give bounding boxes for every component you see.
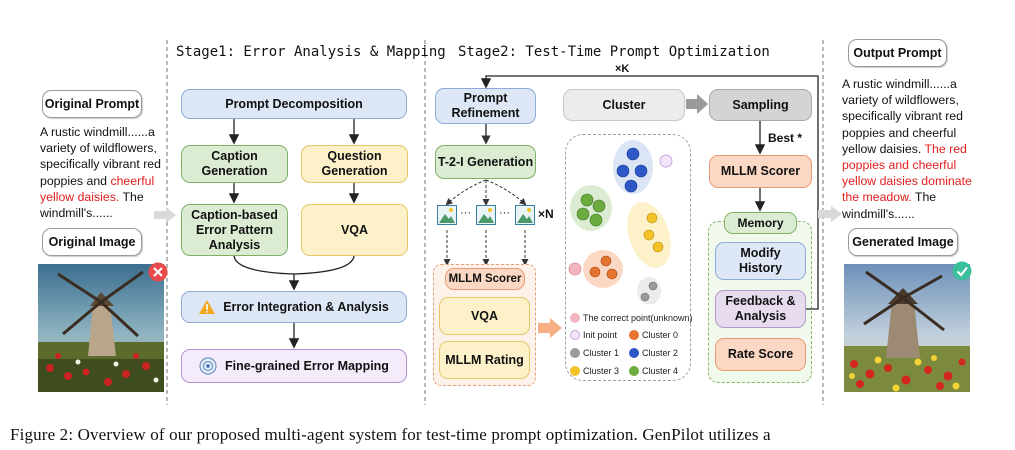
memory-box: Memory	[724, 212, 797, 234]
mllm-rating-box: MLLM Rating	[439, 341, 530, 379]
generated-image-icon-2	[476, 205, 496, 225]
cluster3-points	[643, 212, 664, 253]
stage1-title: Stage1: Error Analysis & Mapping	[176, 44, 446, 60]
cluster-box: Cluster	[563, 89, 685, 121]
success-check-icon	[952, 261, 972, 281]
error-integration-box: Error Integration & Analysis	[181, 291, 407, 323]
rate-score-box: Rate Score	[715, 338, 806, 371]
legend-cluster2: Cluster 2	[629, 348, 678, 358]
original-image-label: Original Image	[42, 228, 142, 256]
cluster0-points	[589, 255, 618, 280]
original-image	[38, 264, 164, 392]
image-ellipsis-1: ···	[460, 207, 471, 219]
init-point	[659, 154, 673, 168]
generated-image-icon-3	[515, 205, 535, 225]
fine-grained-error-mapping-box: Fine-grained Error Mapping	[181, 349, 407, 383]
cluster1-points	[640, 281, 658, 302]
t2i-image-fanout	[443, 124, 529, 266]
input-arrow	[154, 207, 176, 223]
sampling-box: Sampling	[709, 89, 812, 121]
stage2-arrows	[480, 75, 819, 310]
stage2-title: Stage2: Test-Time Prompt Optimization	[458, 44, 770, 60]
legend-correct-point: The correct point(unknown)	[570, 313, 693, 323]
t2i-generation-box: T-2-I Generation	[435, 145, 536, 179]
output-prompt-label: Output Prompt	[848, 39, 947, 67]
prompt-decomposition-box: Prompt Decomposition	[181, 89, 407, 119]
times-n-label: ×N	[538, 207, 554, 221]
scorer-to-cluster-arrow	[538, 318, 562, 338]
legend-cluster3: Cluster 3	[570, 366, 619, 376]
feedback-analysis-box: Feedback &Analysis	[715, 290, 806, 328]
best-label: Best *	[768, 131, 803, 145]
generated-image-icon-1	[437, 205, 457, 225]
warning-icon	[199, 300, 216, 314]
figure-caption: Figure 2: Overview of our proposed multi…	[10, 425, 771, 444]
cluster2-points	[616, 147, 648, 193]
vqa-box-stage2: VQA	[439, 297, 530, 335]
original-prompt-label: Original Prompt	[42, 90, 142, 118]
cluster4-points	[576, 193, 606, 227]
generated-image-label: Generated Image	[848, 228, 958, 256]
cluster-to-sampling-arrow	[686, 94, 708, 114]
stage-separators	[166, 40, 824, 405]
generated-image	[844, 264, 970, 392]
target-icon	[199, 357, 217, 375]
legend-init-point: Init point	[570, 330, 617, 340]
legend-cluster4: Cluster 4	[629, 366, 678, 376]
output-prompt-text: A rustic windmill......a variety of wild…	[842, 77, 972, 221]
original-prompt-text: A rustic windmill......a variety of wild…	[40, 125, 161, 221]
vqa-box-stage1: VQA	[301, 204, 408, 256]
cluster-scatter	[568, 140, 673, 304]
image-ellipsis-2: ···	[499, 207, 510, 219]
error-cross-icon	[148, 262, 168, 282]
stage1-arrows	[228, 119, 360, 349]
cluster-panel	[565, 134, 691, 381]
mllm-scorer-box-right: MLLM Scorer	[709, 155, 812, 188]
legend-cluster0: Cluster 0	[629, 330, 678, 340]
legend-cluster1: Cluster 1	[570, 348, 619, 358]
mllm-scorer-box-left: MLLM Scorer	[445, 268, 525, 290]
loop-count-label: ×K	[615, 63, 630, 75]
correct-point	[568, 262, 582, 276]
output-arrow	[818, 206, 842, 222]
